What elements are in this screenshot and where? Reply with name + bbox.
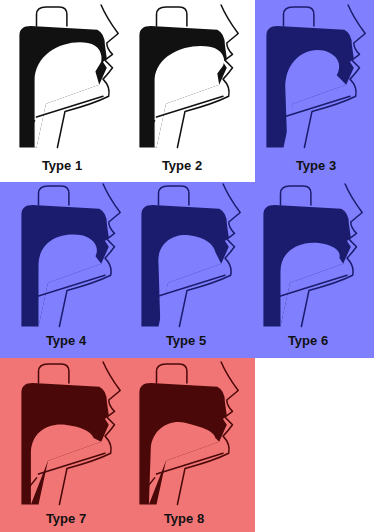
vocal-tract-figure	[139, 5, 238, 148]
type-label: Type 1	[42, 158, 82, 174]
vocal-tract-figure	[19, 5, 118, 148]
type-label: Type 7	[46, 511, 86, 527]
type-label: Type 6	[288, 333, 328, 349]
vocal-tract-figure	[21, 184, 120, 327]
type-label: Type 8	[164, 511, 204, 527]
vocal-tract-figure	[263, 184, 362, 327]
blue-panel	[0, 0, 374, 358]
vocal-tract-figure	[139, 362, 238, 505]
vocal-tract-figure	[21, 362, 120, 505]
type-label: Type 4	[46, 333, 86, 349]
vocal-tract-figure	[141, 184, 240, 327]
vocal-tract-figure	[266, 5, 365, 148]
type-label: Type 2	[162, 158, 202, 174]
red-panel	[0, 358, 255, 532]
type-label: Type 5	[166, 333, 206, 349]
type-label: Type 3	[296, 158, 336, 174]
